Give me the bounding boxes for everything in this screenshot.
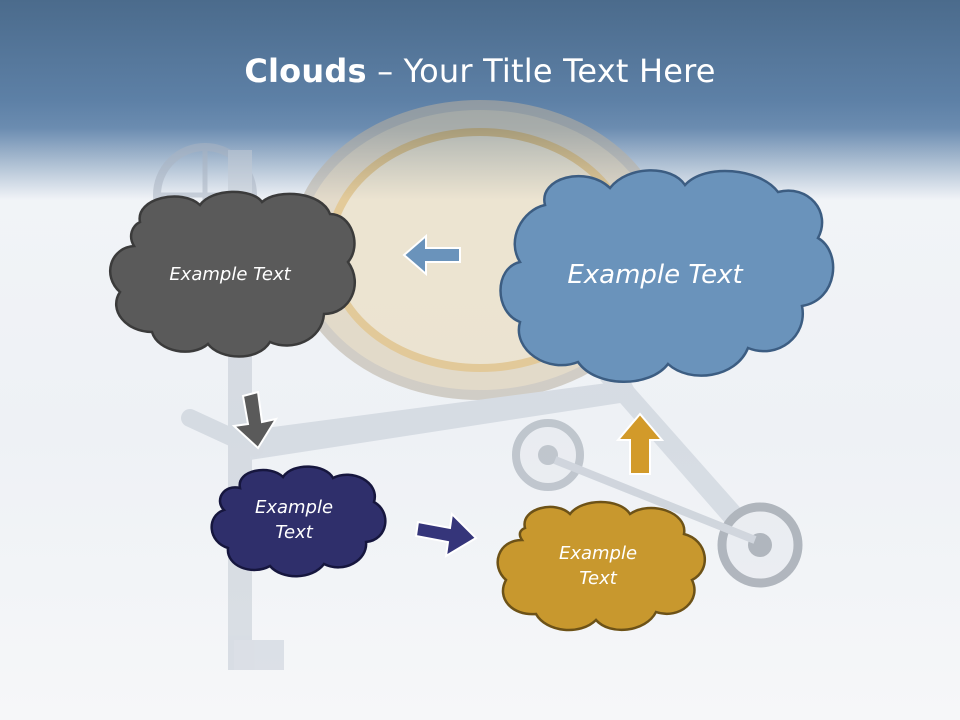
cloud-gold-text-line2: Text <box>579 568 617 589</box>
cloud-blue-shape[interactable] <box>499 169 835 383</box>
arrow-down-gray <box>231 390 279 450</box>
cloud-navy-label[interactable]: Example Text <box>224 490 364 550</box>
cloud-navy-text-line1: Example <box>254 496 334 518</box>
arrow-right-navy <box>414 511 478 558</box>
slide-title: Clouds – Your Title Text Here <box>0 52 960 90</box>
cloud-navy-text-line2: Text <box>275 522 313 543</box>
cloud-blue-text: Example Text <box>567 259 743 290</box>
cloud-blue-label[interactable]: Example Text <box>530 252 780 298</box>
cloud-gold-label[interactable]: Example Text <box>518 536 678 596</box>
cloud-gold-text-line1: Example <box>558 542 638 564</box>
title-dash: – <box>366 52 404 90</box>
arrow-left-blue <box>402 233 461 277</box>
cloud-gray-text: Example Text <box>169 264 291 286</box>
cloud-gray-label[interactable]: Example Text <box>130 255 330 295</box>
cloud-gray-shape[interactable] <box>109 190 357 358</box>
arrow-up-gold <box>615 412 665 475</box>
title-rest: Your Title Text Here <box>403 52 716 90</box>
cloud-gold-shape[interactable] <box>496 500 707 632</box>
title-bold: Clouds <box>244 52 367 90</box>
cloud-navy-shape[interactable] <box>210 465 387 578</box>
